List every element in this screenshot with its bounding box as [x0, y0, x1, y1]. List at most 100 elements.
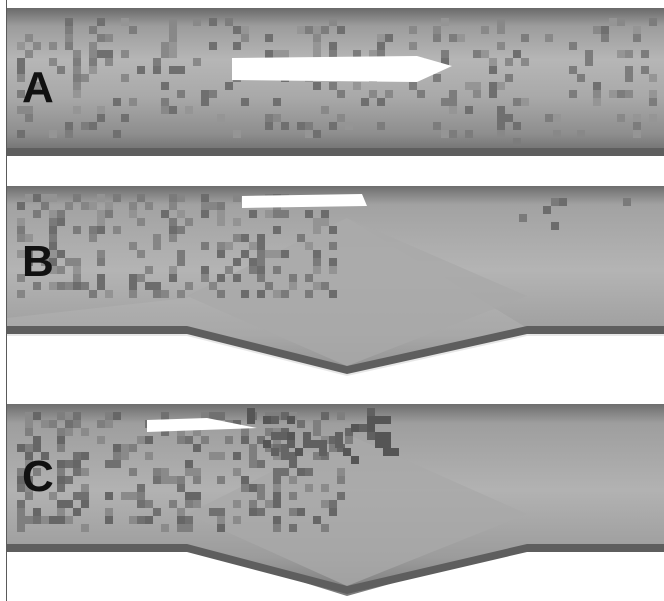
particle — [409, 82, 417, 90]
particle — [519, 214, 527, 222]
particle — [313, 26, 321, 34]
particle — [97, 194, 105, 202]
particle — [145, 452, 153, 460]
particle — [367, 408, 375, 416]
particle — [41, 194, 49, 202]
particle — [89, 66, 97, 74]
particle — [17, 202, 25, 210]
particle — [217, 202, 225, 210]
particle — [137, 194, 145, 202]
particle — [193, 58, 201, 66]
particle — [385, 34, 393, 42]
particle — [241, 290, 249, 298]
particle — [543, 206, 551, 214]
particle — [577, 74, 585, 82]
particle — [169, 26, 177, 34]
particle — [383, 416, 391, 424]
particle — [497, 106, 505, 114]
particle — [441, 50, 449, 58]
particle — [641, 66, 649, 74]
particle — [305, 484, 313, 492]
particle — [129, 492, 137, 500]
particle — [601, 26, 609, 34]
particle — [633, 130, 641, 138]
particle — [217, 274, 225, 282]
particle — [335, 440, 343, 448]
particle — [271, 416, 279, 424]
particle — [137, 218, 145, 226]
particle — [265, 282, 273, 290]
particle — [89, 26, 97, 34]
particle — [121, 50, 129, 58]
particle — [433, 74, 441, 82]
particle — [441, 98, 449, 106]
particle — [161, 468, 169, 476]
particle — [449, 90, 457, 98]
particle — [25, 420, 33, 428]
particle — [65, 428, 73, 436]
particle — [201, 90, 209, 98]
particle — [201, 98, 209, 106]
particle — [465, 106, 473, 114]
particle — [49, 194, 57, 202]
particle — [169, 500, 177, 508]
particle — [161, 98, 169, 106]
particle — [177, 516, 185, 524]
panel-label-b: B — [22, 240, 54, 284]
particle — [497, 82, 505, 90]
particle — [129, 274, 137, 282]
particle — [105, 516, 113, 524]
particle — [153, 290, 161, 298]
particle — [57, 282, 65, 290]
particle — [65, 516, 73, 524]
particle — [73, 412, 81, 420]
particle — [97, 250, 105, 258]
particle — [321, 26, 329, 34]
particle — [273, 484, 281, 492]
particle — [49, 130, 57, 138]
particle — [489, 90, 497, 98]
particle — [417, 90, 425, 98]
particle — [161, 412, 169, 420]
particle — [169, 106, 177, 114]
particle — [17, 226, 25, 234]
particle — [185, 460, 193, 468]
particle — [89, 202, 97, 210]
particle — [17, 130, 25, 138]
particle — [433, 26, 441, 34]
particle — [169, 274, 177, 282]
particle — [287, 440, 295, 448]
particle — [113, 452, 121, 460]
particle — [161, 106, 169, 114]
particle — [73, 460, 81, 468]
particle — [145, 436, 153, 444]
particle — [281, 290, 289, 298]
particle — [73, 508, 81, 516]
particle — [185, 492, 193, 500]
particle — [513, 98, 521, 106]
particle — [153, 242, 161, 250]
particle — [337, 468, 345, 476]
particle — [161, 42, 169, 50]
particle — [303, 432, 311, 440]
particle — [105, 420, 113, 428]
particle — [465, 82, 473, 90]
particle — [273, 516, 281, 524]
particle — [137, 66, 145, 74]
particle — [337, 492, 345, 500]
particle — [329, 82, 337, 90]
particle — [57, 266, 65, 274]
particle — [97, 282, 105, 290]
particle — [137, 484, 145, 492]
particle — [81, 428, 89, 436]
particle — [201, 194, 209, 202]
particle — [25, 114, 33, 122]
particle — [321, 218, 329, 226]
particle — [321, 412, 329, 420]
particle — [377, 98, 385, 106]
particle — [521, 98, 529, 106]
particle — [65, 258, 73, 266]
particle — [177, 508, 185, 516]
particle — [383, 448, 391, 456]
particle — [337, 412, 345, 420]
